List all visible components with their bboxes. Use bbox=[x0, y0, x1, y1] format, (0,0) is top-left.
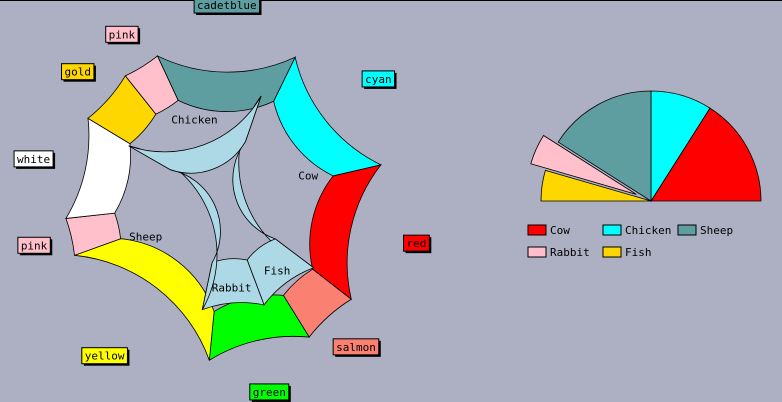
outer-label-pink-5-box bbox=[17, 236, 51, 254]
half-pie-slice-cow bbox=[650, 107, 762, 202]
outer-label-pink-8: pink bbox=[105, 25, 141, 45]
outer-label-green-3-box bbox=[249, 383, 290, 401]
inner-label-chicken: Chicken bbox=[171, 114, 217, 127]
legend-swatch-cow bbox=[527, 224, 547, 236]
half-pie-slice-fish bbox=[540, 169, 652, 202]
inner-label-rabbit: Rabbit bbox=[212, 282, 252, 295]
outer-label-gold-7-box bbox=[61, 63, 95, 81]
inner-label-cow: Cow bbox=[298, 170, 318, 183]
outer-label-cadetblue-9-box bbox=[193, 0, 261, 14]
outer-label-salmon-2-box bbox=[332, 338, 380, 356]
legend-item-chicken: Chicken bbox=[602, 224, 671, 237]
inner-slice-sheep bbox=[128, 145, 221, 310]
legend-item-cow: Cow bbox=[527, 224, 570, 237]
outer-label-yellow-4-box bbox=[81, 347, 128, 365]
outer-label-pink-8-box bbox=[105, 25, 139, 43]
outer-label-yellow-4-text: yellow bbox=[85, 350, 125, 363]
legend-item-rabbit: Rabbit bbox=[527, 246, 590, 259]
legend-item-fish: Fish bbox=[602, 246, 652, 259]
half-pie-slice-group-sheep bbox=[557, 90, 652, 202]
outer-label-pink-8-text: pink bbox=[109, 28, 136, 41]
half-pie-slice-group-cow bbox=[650, 107, 762, 202]
inner-slice-chicken bbox=[128, 95, 262, 174]
legend-swatch-rabbit bbox=[527, 246, 547, 258]
half-pie-slice-sheep bbox=[557, 90, 652, 202]
outer-label-red-1: red bbox=[403, 234, 432, 254]
legend-item-sheep: Sheep bbox=[677, 224, 733, 237]
outer-label-pink-5: pink bbox=[17, 236, 53, 256]
outer-label-green-3: green bbox=[249, 383, 291, 402]
outer-label-pink-5-text: pink bbox=[21, 239, 48, 252]
legend-swatch-chicken bbox=[602, 224, 622, 236]
outer-label-cyan-0-text: cyan bbox=[365, 73, 392, 86]
legend-label-sheep: Sheep bbox=[700, 224, 733, 237]
legend-label-cow: Cow bbox=[550, 224, 570, 237]
outer-label-white-6-box bbox=[13, 150, 54, 168]
outer-label-white-6: white bbox=[13, 150, 56, 169]
outer-label-cadetblue-9-text: cadetblue bbox=[197, 0, 257, 12]
outer-label-gold-7: gold bbox=[61, 63, 96, 82]
legend-swatch-fish bbox=[602, 246, 622, 258]
outer-label-white-6-text: white bbox=[17, 153, 50, 166]
nested-donut-chart: cyan red salmon green yellow pink white gold pin… bbox=[13, 0, 432, 402]
outer-label-cyan-0: cyan bbox=[361, 70, 397, 89]
outer-label-red-1-text: red bbox=[406, 237, 426, 250]
outer-label-red-1-box bbox=[403, 234, 430, 252]
outer-slice-yellow-4 bbox=[74, 238, 215, 361]
outer-label-salmon-2: salmon bbox=[332, 338, 381, 357]
half-pie-slice-rabbit bbox=[530, 134, 637, 195]
legend-label-chicken: Chicken bbox=[625, 224, 671, 237]
legend-label-fish: Fish bbox=[625, 246, 652, 259]
legend-swatch-sheep bbox=[677, 224, 697, 236]
half-pie-slice-group-rabbit bbox=[530, 134, 637, 195]
outer-label-cyan-0-box bbox=[361, 70, 396, 88]
legend-label-rabbit: Rabbit bbox=[550, 246, 590, 259]
outer-label-cadetblue-9: cadetblue bbox=[193, 0, 262, 16]
inner-label-sheep: Sheep bbox=[129, 231, 162, 244]
outer-label-gold-7-text: gold bbox=[64, 66, 91, 79]
inner-label-fish: Fish bbox=[264, 265, 291, 278]
outer-label-salmon-2-text: salmon bbox=[336, 341, 376, 354]
half-pie-slice-group-fish bbox=[540, 169, 652, 202]
outer-label-yellow-4: yellow bbox=[81, 347, 130, 366]
outer-label-green-3-text: green bbox=[253, 386, 286, 399]
